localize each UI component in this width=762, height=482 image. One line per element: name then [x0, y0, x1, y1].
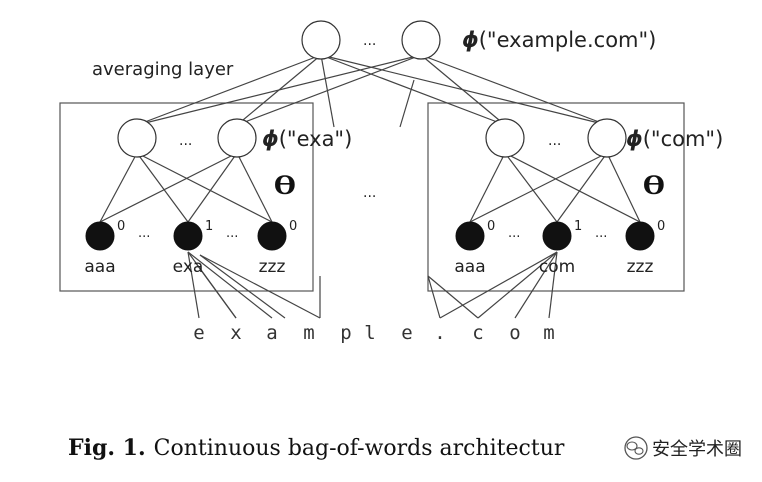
phi-arg: ("example.com") — [479, 28, 657, 52]
input-char: o — [509, 322, 520, 344]
phi-symbol: ϕ — [262, 127, 279, 151]
left-hidden-node-1 — [117, 118, 157, 158]
left-theta-label: ϴ — [274, 171, 296, 200]
phi-symbol: ϕ — [626, 127, 643, 151]
watermark: 安全学术圈 — [624, 436, 742, 460]
input-char: m — [303, 322, 314, 344]
right-leaf-label-3: zzz — [627, 257, 654, 277]
left-leaf-label-1: aaa — [84, 257, 115, 277]
left-leaf-node-3 — [257, 221, 287, 251]
right-theta-label: ϴ — [643, 171, 665, 200]
input-char: e — [193, 322, 204, 344]
left-leaf-value-1: 0 — [117, 219, 125, 234]
left-leaf-value-2: 1 — [205, 219, 213, 234]
input-char: a — [266, 322, 277, 344]
figure-caption: Fig. 1. Continuous bag-of-words architect… — [68, 435, 565, 461]
left-leaf-label-2: exa — [173, 257, 204, 277]
right-hidden-ellipsis: ... — [548, 133, 561, 149]
left-block-edges — [99, 152, 273, 223]
right-block-edges — [469, 152, 641, 223]
right-leaf-label-1: aaa — [454, 257, 485, 277]
right-leaf-node-1 — [455, 221, 485, 251]
left-leaf-node-2 — [173, 221, 203, 251]
right-leaf-node-2 — [542, 221, 572, 251]
right-hidden-node-2 — [587, 118, 627, 158]
top-node-1 — [301, 20, 341, 60]
left-block-box — [59, 102, 314, 292]
phi-exa-label: ϕ("exa") — [262, 127, 352, 151]
averaging-edges — [136, 54, 608, 128]
input-char: c — [472, 322, 483, 344]
right-hidden-node-1 — [485, 118, 525, 158]
right-leaf-value-2: 1 — [574, 219, 582, 234]
averaging-layer-label: averaging layer — [92, 59, 234, 80]
watermark-text: 安全学术圈 — [652, 439, 742, 460]
input-char: p — [340, 322, 351, 344]
phi-example-com-label: ϕ("example.com") — [462, 28, 656, 52]
input-char: m — [543, 322, 554, 344]
phi-com-label: ϕ("com") — [626, 127, 723, 151]
right-block-box — [427, 102, 685, 292]
caption-text: Continuous bag-of-words architectur — [154, 436, 565, 461]
left-leaf-value-3: 0 — [289, 219, 297, 234]
char-to-trigram-edges — [187, 251, 558, 319]
top-node-2 — [401, 20, 441, 60]
caption-label: Fig. 1. — [68, 435, 146, 461]
phi-symbol: ϕ — [462, 28, 479, 52]
top-ellipsis: ... — [363, 33, 376, 49]
left-leaf-label-3: zzz — [259, 257, 286, 277]
left-leaf-node-1 — [85, 221, 115, 251]
right-leaf-ellipsis-2: ... — [595, 226, 607, 241]
right-leaf-value-1: 0 — [487, 219, 495, 234]
left-leaf-ellipsis-1: ... — [138, 226, 150, 241]
middle-ellipsis: ... — [363, 185, 376, 201]
input-char: e — [401, 322, 412, 344]
input-char: l — [364, 322, 375, 344]
input-char: x — [230, 322, 241, 344]
left-leaf-ellipsis-2: ... — [226, 226, 238, 241]
right-leaf-ellipsis-1: ... — [508, 226, 520, 241]
right-leaf-node-3 — [625, 221, 655, 251]
left-hidden-node-2 — [217, 118, 257, 158]
input-characters: e x a m p l e . c o m — [193, 322, 554, 344]
input-char: . — [434, 322, 445, 344]
wechat-icon — [624, 436, 648, 460]
left-hidden-ellipsis: ... — [179, 133, 192, 149]
phi-arg: ("exa") — [279, 127, 353, 151]
right-leaf-label-2: com — [539, 257, 575, 277]
phi-arg: ("com") — [643, 127, 724, 151]
right-leaf-value-3: 0 — [657, 219, 665, 234]
